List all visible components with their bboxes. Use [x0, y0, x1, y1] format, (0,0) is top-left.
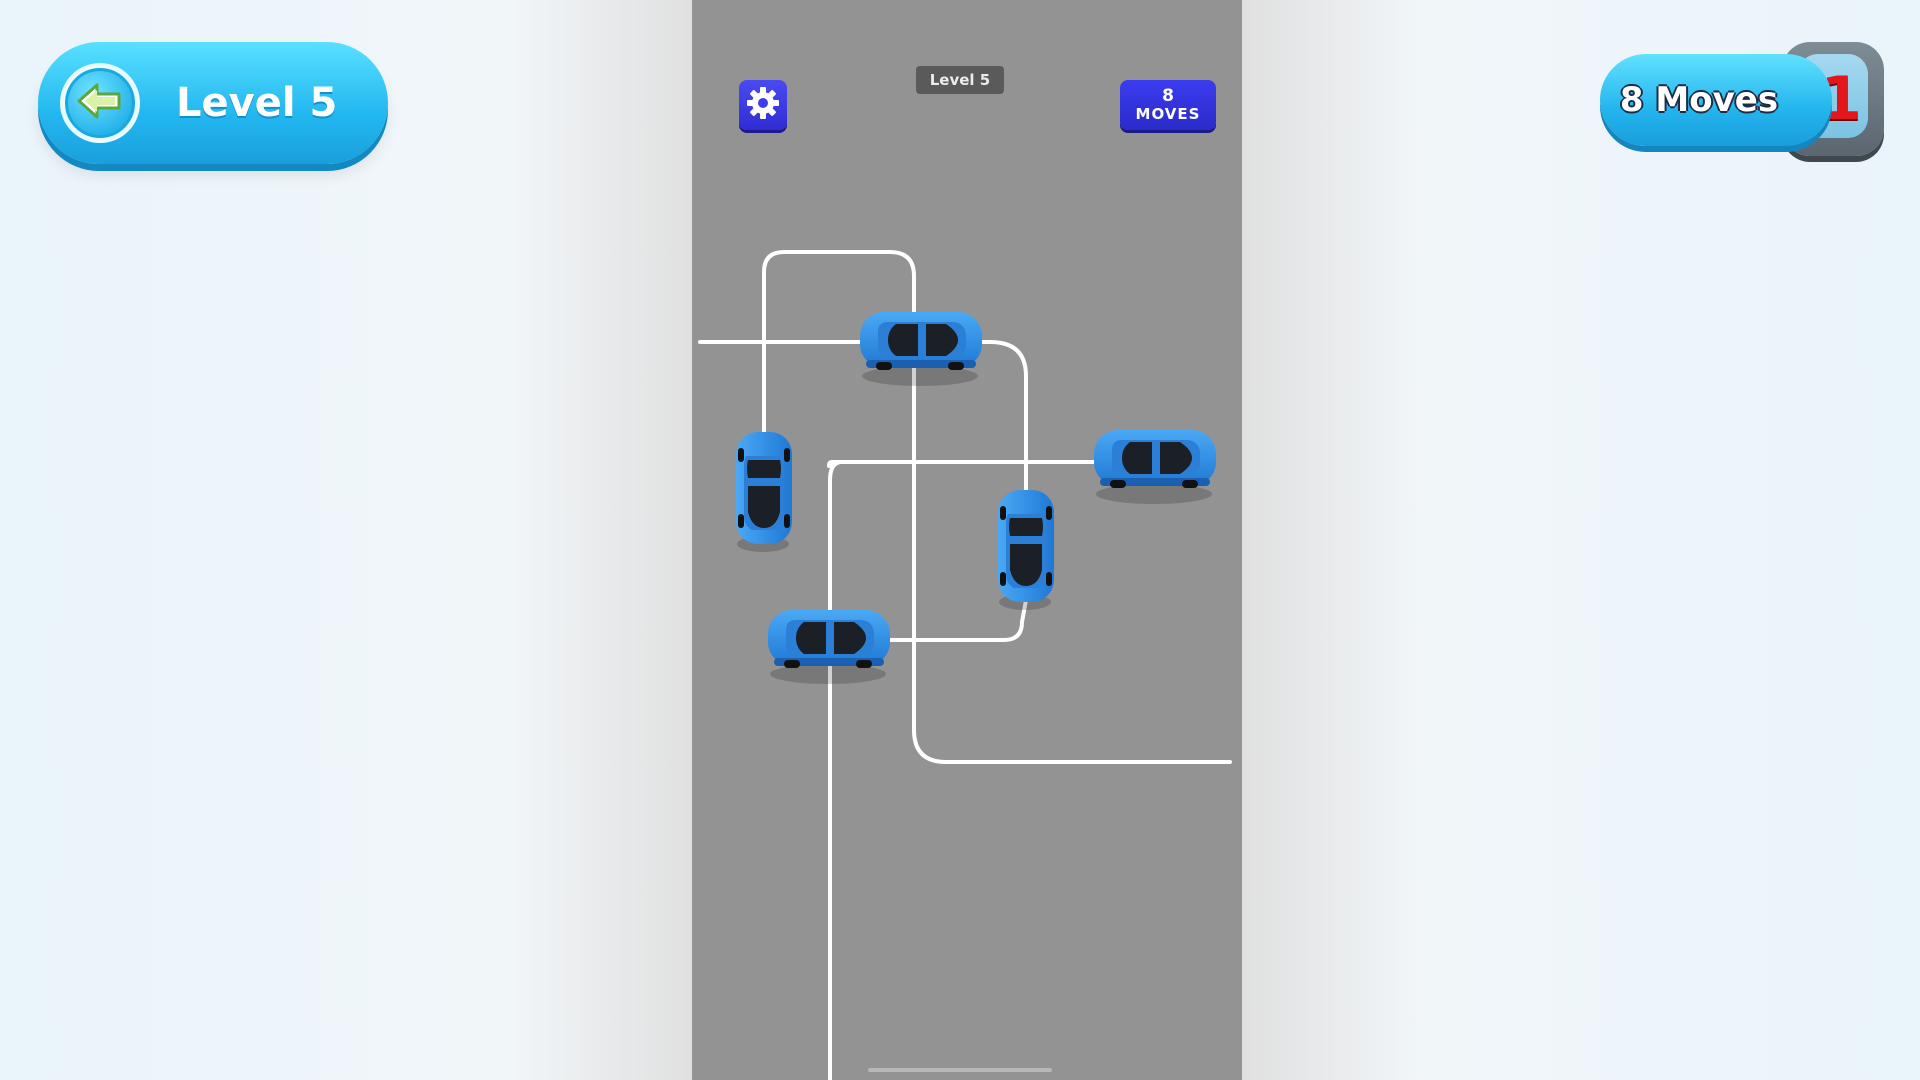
level-pill: Level 5: [38, 42, 388, 164]
level-label: Level 5: [176, 80, 338, 126]
car-left-vertical[interactable]: [736, 432, 792, 552]
game-screen: Level 5 8 MOVES: [692, 0, 1242, 1080]
side-shade-left: [512, 0, 692, 1080]
moves-label: 8 Moves: [1619, 80, 1779, 120]
car-center-vertical[interactable]: [998, 490, 1054, 610]
path-line-top-loop: [762, 250, 916, 434]
home-indicator[interactable]: [868, 1068, 1052, 1072]
arrow-left-icon: [75, 81, 125, 125]
settings-button[interactable]: [739, 80, 787, 130]
path-line-left-vertical: [828, 460, 842, 1080]
road-board: [698, 250, 1232, 1080]
phone-moves-word: MOVES: [1135, 105, 1201, 123]
path-line-bottom: [880, 598, 1028, 642]
phone-level-label: Level 5: [916, 66, 1004, 94]
moves-pill: 8 Moves: [1600, 54, 1832, 146]
path-line-mid: [830, 460, 1122, 466]
phone-moves-badge: 8 MOVES: [1120, 80, 1216, 130]
car-top[interactable]: [860, 312, 982, 386]
car-bottom[interactable]: [768, 610, 890, 684]
back-button[interactable]: [60, 63, 140, 143]
path-lines: [698, 250, 1232, 1080]
gear-icon: [746, 86, 780, 124]
path-line-mid-join: [827, 460, 834, 468]
side-shade-right: [1242, 0, 1422, 1080]
path-line-center-long: [912, 350, 1232, 764]
car-right-horizontal[interactable]: [1094, 430, 1216, 504]
phone-moves-count: 8: [1162, 86, 1174, 106]
path-line-top-right: [976, 340, 1028, 496]
